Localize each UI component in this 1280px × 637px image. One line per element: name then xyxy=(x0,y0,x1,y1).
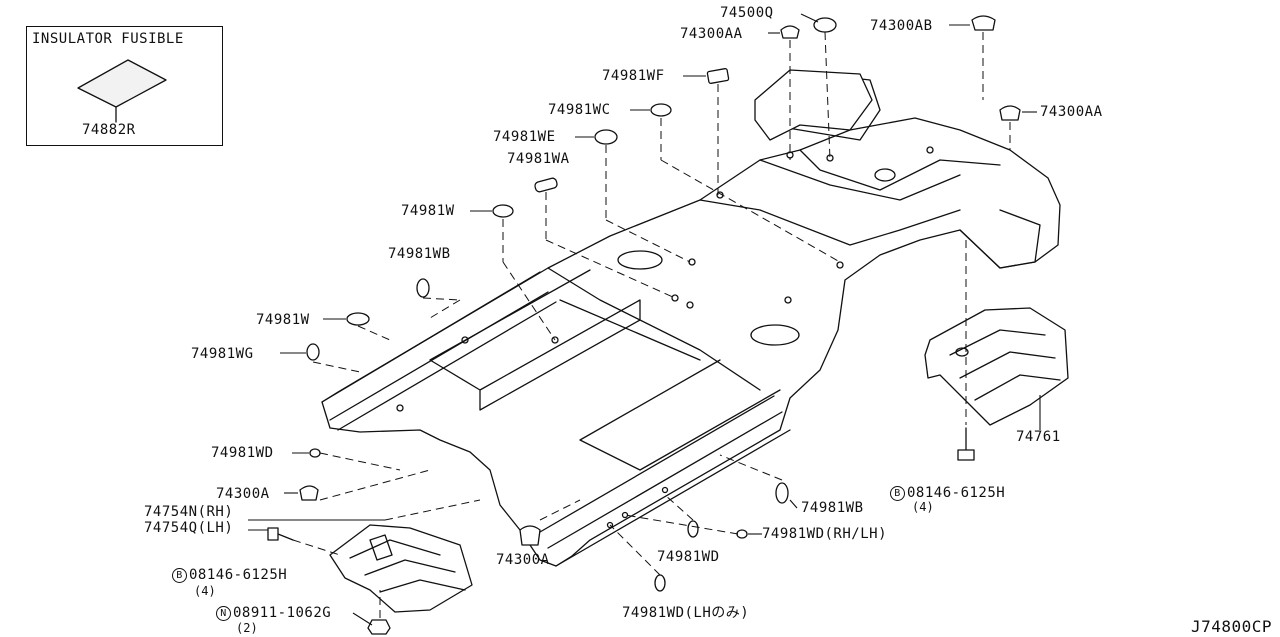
label-74981WC: 74981WC xyxy=(548,102,611,118)
label-74981WB-left: 74981WB xyxy=(388,246,451,262)
inset-part-label: 74882R xyxy=(82,122,136,138)
qty-bolt-left: (4) xyxy=(194,584,216,598)
bolt-left-partno: 08146-6125H xyxy=(189,567,288,583)
label-74300A-left: 74300A xyxy=(216,486,270,502)
label-74981WE: 74981WE xyxy=(493,129,556,145)
qty-bolt-right: (4) xyxy=(912,500,934,514)
leader-lines xyxy=(248,13,1041,626)
label-74981W-a: 74981W xyxy=(401,203,455,219)
label-74981WD-rhlh: 74981WD(RH/LH) xyxy=(762,526,888,542)
inset-box xyxy=(26,26,223,146)
bolt-left-icon xyxy=(267,527,294,541)
label-74754N: 74754N(RH) xyxy=(144,504,234,520)
nut-marker-icon: N xyxy=(216,606,231,621)
inset-title: INSULATOR FUSIBLE xyxy=(32,31,184,47)
nut-partno: 08911-1062G xyxy=(233,605,332,621)
label-74300A-bottom: 74300A xyxy=(496,552,550,568)
heat-insulator-74761 xyxy=(924,307,1069,426)
label-74981WD-lh: 74981WD(LHのみ) xyxy=(622,605,750,621)
label-74981WB-right: 74981WB xyxy=(801,500,864,516)
label-74761: 74761 xyxy=(1016,429,1061,445)
label-74754Q: 74754Q(LH) xyxy=(144,520,234,536)
bolt-marker-icon: B xyxy=(172,568,187,583)
diagram-code: J74800CP xyxy=(1190,617,1272,636)
label-74981WA: 74981WA xyxy=(507,151,570,167)
label-74300AB: 74300AB xyxy=(870,18,933,34)
qty-nut: (2) xyxy=(236,621,258,635)
bolt-marker-right-icon: B xyxy=(890,486,905,501)
label-74300AA-top: 74300AA xyxy=(680,26,743,42)
insulator-fusible-icon xyxy=(77,59,167,123)
label-74500Q: 74500Q xyxy=(720,5,774,21)
label-74981WD-bottom: 74981WD xyxy=(657,549,720,565)
label-74981W-b: 74981W xyxy=(256,312,310,328)
rear-bracket xyxy=(754,69,873,141)
label-74981WF: 74981WF xyxy=(602,68,665,84)
bolt-right-partno: 08146-6125H xyxy=(907,485,1006,501)
bolt-right-icon xyxy=(957,427,975,461)
label-74981WG: 74981WG xyxy=(191,346,254,362)
label-74300AA-right: 74300AA xyxy=(1040,104,1103,120)
dashed-guides xyxy=(292,31,1011,618)
floor-panel-outline xyxy=(321,71,1061,567)
label-74981WD-left: 74981WD xyxy=(211,445,274,461)
heat-insulator-74754 xyxy=(329,524,473,613)
nut-icon xyxy=(367,619,391,635)
